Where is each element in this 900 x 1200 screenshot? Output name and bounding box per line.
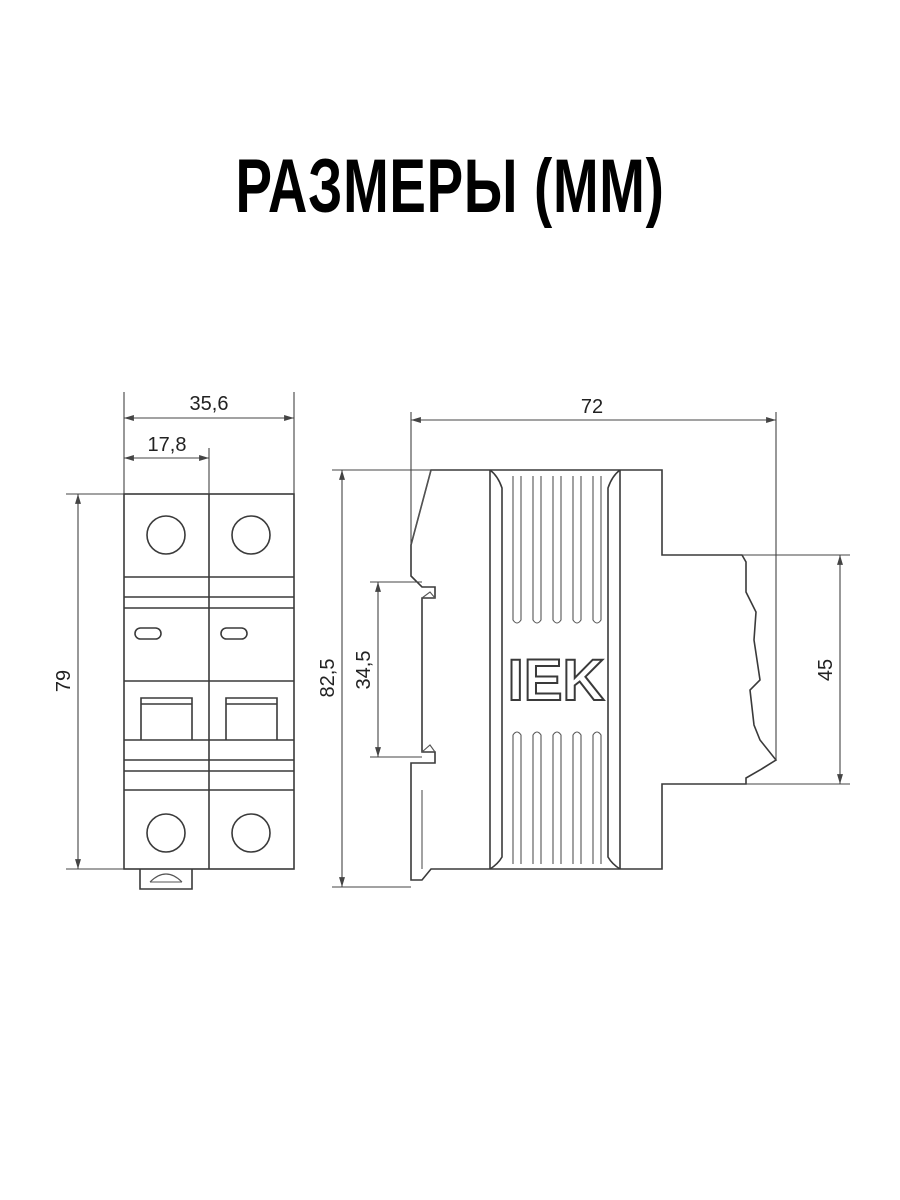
front-view: 35,6 17,8 79 [53, 392, 295, 890]
toggle-lever-icon [140, 697, 193, 740]
dim-width-total: 35,6 [190, 393, 229, 415]
dim-front-height: 45 [815, 659, 837, 681]
dim-height-total: 82,5 [317, 659, 339, 698]
dim-width-module: 17,8 [148, 434, 187, 456]
side-body-outline [410, 469, 778, 881]
dim-rail-height: 34,5 [353, 651, 375, 690]
toggle-lever-icon [225, 697, 278, 740]
dim-depth: 72 [581, 396, 603, 418]
indicator-window-icon [134, 627, 162, 640]
page-title: РАЗМЕРЫ (ММ) [235, 144, 665, 229]
terminal-screw-icon [231, 813, 271, 853]
terminal-screw-icon [231, 515, 271, 555]
iek-logo: IEK [508, 648, 605, 713]
din-clip-icon [139, 869, 193, 890]
dim-height: 79 [53, 670, 75, 692]
terminal-screw-icon [146, 515, 186, 555]
indicator-window-icon [220, 627, 248, 640]
side-view: IEK 72 82,5 34,5 45 [317, 396, 850, 888]
terminal-screw-icon [146, 813, 186, 853]
